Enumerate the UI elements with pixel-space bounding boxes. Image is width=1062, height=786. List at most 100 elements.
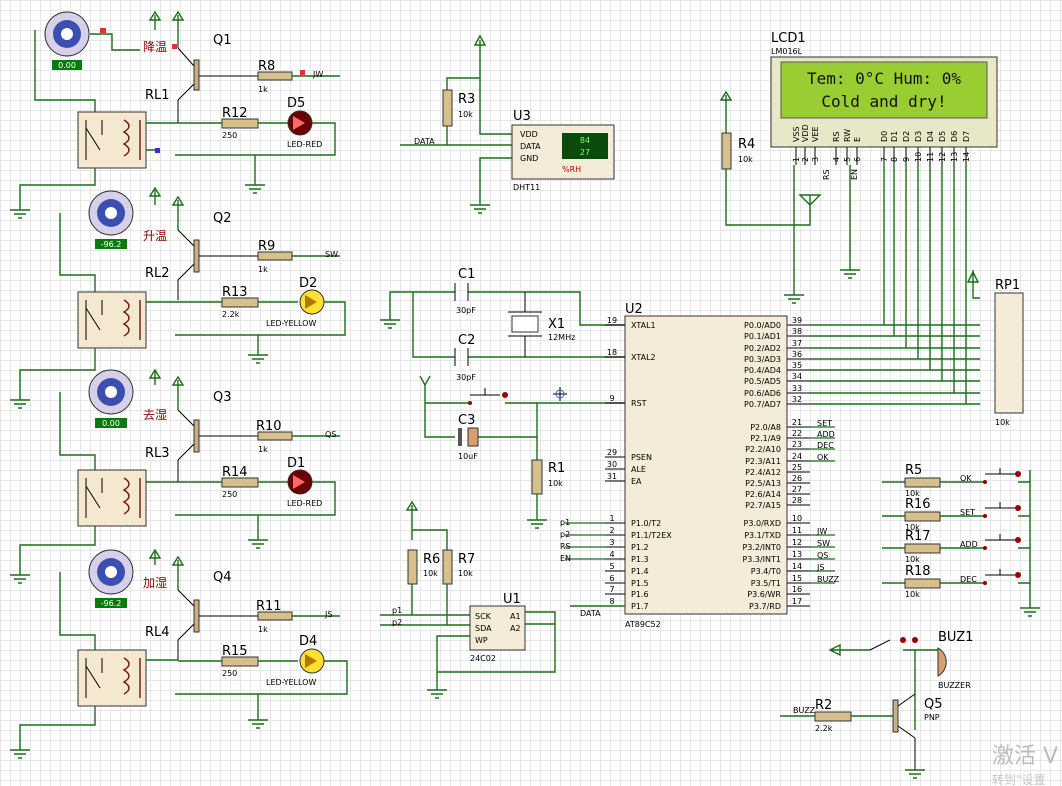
capacitor-c3[interactable]: [458, 427, 479, 447]
lcd-pin-name: D2: [902, 131, 911, 142]
r11-ref: R11: [256, 599, 282, 614]
resistor-r2[interactable]: [814, 711, 852, 722]
key-net-label: SET: [960, 508, 975, 517]
resistor-r14[interactable]: [178, 477, 288, 488]
mcu-pin-number: 7: [609, 585, 614, 594]
mcu-pin-name: P1.3: [631, 555, 649, 564]
resistor-r11[interactable]: [257, 611, 340, 621]
mcu-pin-number: 16: [792, 585, 802, 594]
mcu-pin-number: 38: [792, 327, 802, 336]
channel-3: 0.00 去湿 Q3 R10 1k QS RL3 R14 25: [10, 368, 340, 584]
transistor-q3[interactable]: [177, 409, 258, 482]
mcu-pin-name: P2.3/A11: [745, 457, 781, 466]
mcu-pin-number: 1: [609, 514, 614, 523]
relay-rl3[interactable]: [77, 469, 147, 527]
rl1-ref: RL1: [145, 88, 170, 103]
r11-value: 1k: [258, 625, 268, 634]
resistor-r1[interactable]: [531, 459, 543, 495]
crystal-x1[interactable]: [508, 292, 542, 357]
mcu-pin-number: 10: [792, 514, 802, 523]
mcu-net-label: BUZZ: [817, 575, 840, 584]
mcu-u2: U2 19XTAL118XTAL29RST29PSEN30ALE31EA1P1.…: [560, 302, 840, 629]
d5-type: LED-RED: [287, 140, 322, 149]
motor-1-readout: 0.00: [58, 61, 76, 70]
motor-1[interactable]: 0.00: [44, 11, 90, 70]
transistor-q5[interactable]: [892, 693, 916, 770]
eeprom-net-p2: p2: [392, 618, 402, 627]
resistor-r12[interactable]: [178, 118, 288, 129]
mcu-pin-name: P2.6/A14: [745, 490, 781, 499]
key-button-ok[interactable]: R5 10k OK: [882, 463, 1030, 498]
x1-ref: X1: [548, 317, 565, 332]
eeprom-block: R6 10k R7 10k p1 p2 U1 SCK SDA WP A1 A2 …: [380, 500, 556, 699]
mcu-pin-name: P3.1/TXD: [744, 531, 781, 540]
dht11-hum: 27: [580, 148, 590, 157]
lcd-pin-number: 3: [811, 157, 820, 162]
key-net-label: ADD: [960, 540, 978, 549]
eeprom-u1[interactable]: SCK SDA WP A1 A2: [469, 605, 526, 651]
lcd-module[interactable]: Tem: 0°C Hum: 0% Cold and dry! VSS1VDD2V…: [770, 56, 998, 165]
lcd-ref: LCD1: [771, 31, 806, 46]
mcu-pin-number: 5: [609, 562, 614, 571]
transistor-q2[interactable]: [177, 229, 258, 300]
mcu-pin-name: P2.7/A15: [745, 501, 781, 510]
lcd-pin-name: D3: [914, 131, 923, 142]
lcd-pin-name: VSS: [792, 126, 801, 142]
mcu-body[interactable]: [624, 315, 788, 615]
mcu-pin-name: P3.4/T0: [751, 567, 781, 576]
resistor-r13[interactable]: [178, 297, 298, 308]
r1-ref: R1: [548, 461, 565, 476]
led-d2[interactable]: [175, 289, 346, 336]
resistor-r9[interactable]: [257, 251, 340, 261]
mcu-pin-number: 35: [792, 361, 802, 370]
resistor-r8[interactable]: [257, 71, 340, 81]
relay-rl4[interactable]: [77, 649, 147, 707]
rp1-value: 10k: [995, 418, 1010, 427]
sensor-u3[interactable]: 84 27 VDD DATA GND %RH: [511, 124, 615, 180]
resistor-r15[interactable]: [178, 656, 298, 667]
dht11-block: R3 10k DATA U3 84 27 VDD DATA GND %RH DH…: [400, 34, 615, 214]
mcu-pin-name: P1.2: [631, 543, 649, 552]
buzzer-block: BUZ1 BUZZER BUZZ R2 2.2k Q5 PNP: [780, 630, 973, 779]
relay-rl1[interactable]: [77, 111, 147, 169]
r11-net: JS: [324, 610, 332, 619]
resistor-r10[interactable]: [257, 431, 340, 441]
motor-4[interactable]: -96.2: [88, 549, 134, 608]
capacitor-c1[interactable]: [454, 283, 469, 301]
u3-ref: U3: [513, 109, 531, 124]
capacitor-c2[interactable]: [454, 348, 469, 366]
pushbutton-reset[interactable]: [468, 388, 508, 405]
transistor-q1[interactable]: [177, 45, 258, 123]
switch-buzzer[interactable]: [869, 637, 918, 651]
mcu-pin-name: P2.0/A8: [750, 423, 781, 432]
led-d1[interactable]: [175, 469, 336, 516]
q2-label-cn: 升温: [143, 229, 167, 243]
lcd-pin-number: 1: [792, 157, 801, 162]
resistor-pack-rp1[interactable]: [994, 292, 1024, 414]
mcu-pin-name: P3.5/T1: [751, 579, 781, 588]
resistor-r7[interactable]: [442, 549, 453, 585]
key-resistor-ref: R5: [905, 463, 922, 478]
mcu-pin-number: 31: [607, 472, 617, 481]
eeprom-a2: A2: [510, 624, 521, 633]
mcu-pin-number: 15: [792, 574, 802, 583]
lcd-pin-name: D1: [890, 131, 899, 142]
motor-2[interactable]: -96.2: [88, 190, 134, 249]
motor-3[interactable]: 0.00: [88, 369, 134, 428]
transistor-q4[interactable]: [177, 589, 258, 660]
resistor-r4[interactable]: [721, 132, 732, 170]
resistor-r3[interactable]: [442, 89, 453, 127]
key-resistor-value: 10k: [905, 489, 920, 498]
relay-rl2[interactable]: [77, 291, 147, 349]
r2-net: BUZZ: [793, 706, 816, 715]
buzzer-buz1[interactable]: [937, 647, 947, 677]
lcd-pin-number: 13: [950, 152, 959, 162]
resistor-r6[interactable]: [407, 549, 418, 585]
d1-ref: D1: [287, 456, 305, 471]
led-d4[interactable]: [175, 648, 348, 695]
lcd-pin-number: 10: [914, 152, 923, 162]
key-net-label: OK: [960, 474, 972, 483]
